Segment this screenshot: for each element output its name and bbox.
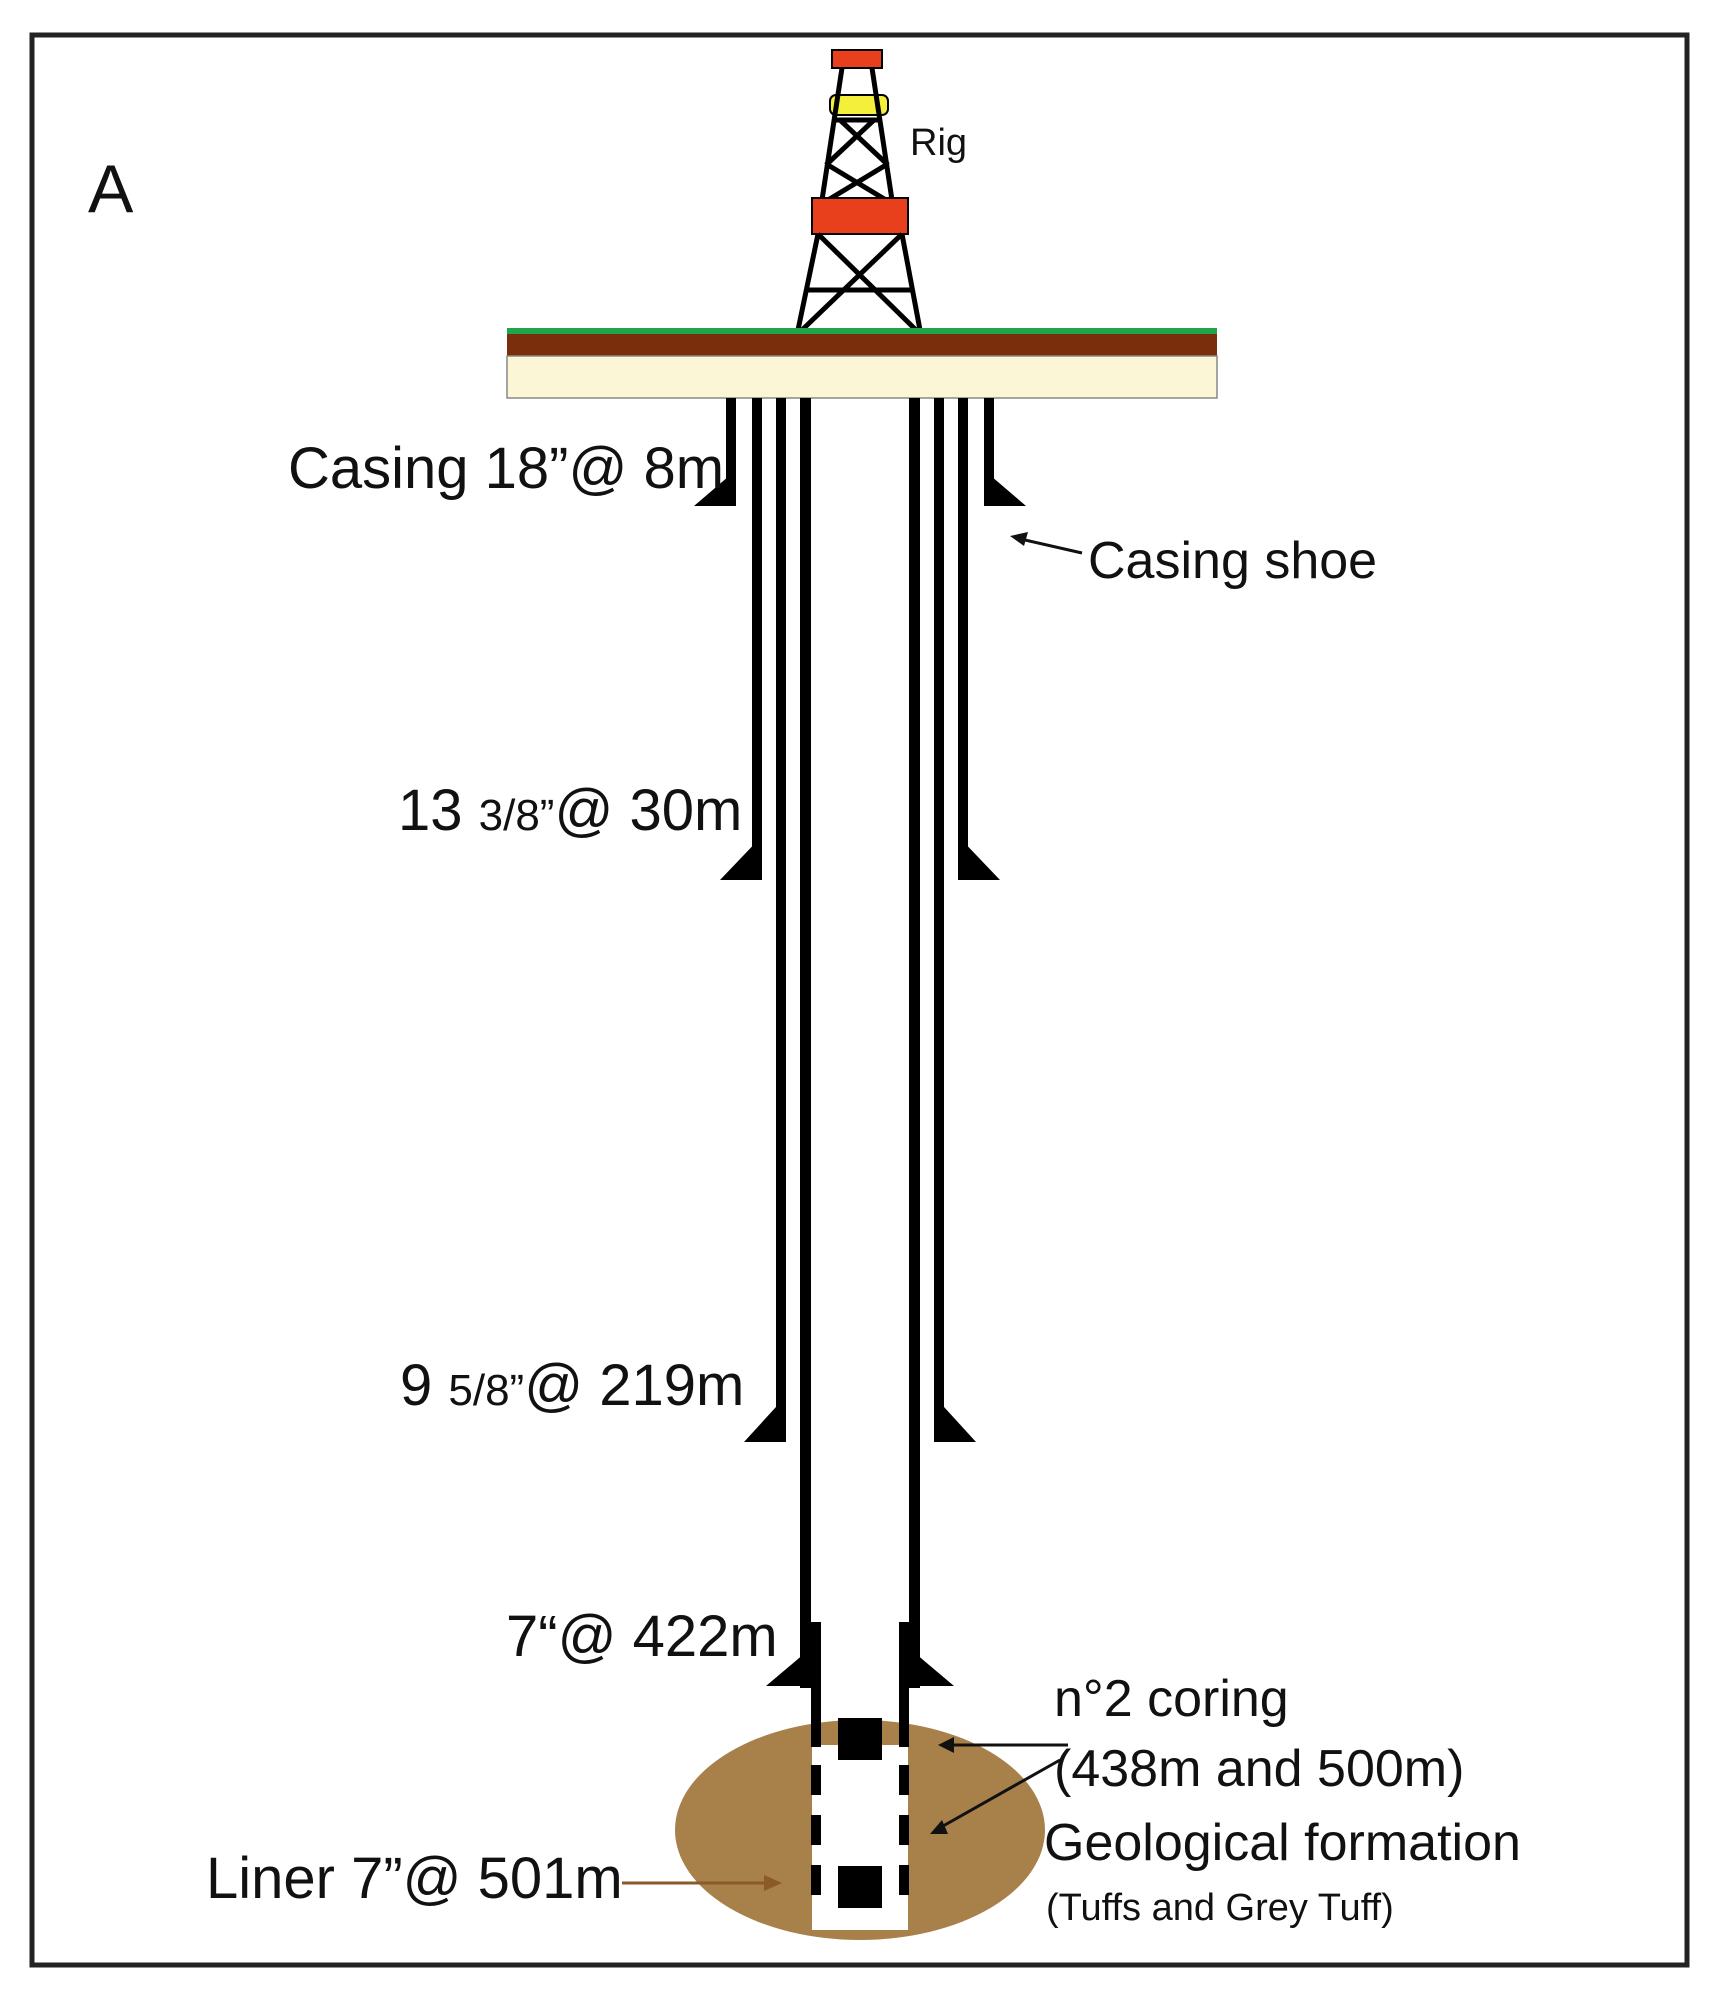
casing-shoe-18-left [694,470,736,506]
callout-arrows [930,532,1083,1834]
casing-18-label: Casing 18”@ 8m [288,436,724,501]
casing-shoe-13-right [958,836,1000,880]
liner-right-solid [899,1622,909,1747]
casing-13-label: 13 3/8”@ 30m [398,778,742,843]
rig-traveling-block [829,94,889,116]
liner-left-solid [811,1622,821,1747]
figure-frame [29,32,1690,1968]
casing-9-label: 9 5/8”@ 219m [400,1353,744,1418]
casing-shoe-7-left [766,1648,811,1686]
rig-label: Rig [910,122,967,164]
rig-crown-block [831,49,883,69]
rig-icon [795,49,923,332]
casing-9-right [934,398,944,1418]
casing-9-left [776,398,786,1418]
panel-label: A [88,151,134,227]
casing-7-label: 7“@ 422m [506,1604,778,1669]
casing-18-left [726,398,736,490]
ground-surface [506,328,1218,399]
casing-shoe-9-left [744,1396,786,1442]
liner-label: Liner 7”@ 501m [206,1846,623,1911]
core-sample-1 [838,1718,882,1760]
liner-arrow [622,1875,782,1891]
rig-drill-floor [811,197,909,235]
casing-7-left [800,398,811,1688]
formation-label-line1: Geological formation [1044,1814,1521,1872]
core-sample-2 [838,1866,882,1908]
coring-label-line1: n°2 coring [1054,1670,1289,1728]
casing-strings [694,398,1026,1908]
casing-18-right [984,398,994,490]
casing-7-right [909,398,920,1688]
casing-13-right [958,398,968,858]
casing-shoe-13-left [720,836,762,880]
casing-shoe-18-right [984,470,1026,506]
casing-shoe-label: Casing shoe [1088,532,1377,590]
casing-13-left [752,398,762,858]
coring-label-line2: (438m and 500m) [1054,1740,1464,1798]
casing-shoe-9-right [934,1396,976,1442]
formation-label-line2: (Tuffs and Grey Tuff) [1046,1887,1394,1929]
casing-shoe-7-right [909,1648,954,1686]
